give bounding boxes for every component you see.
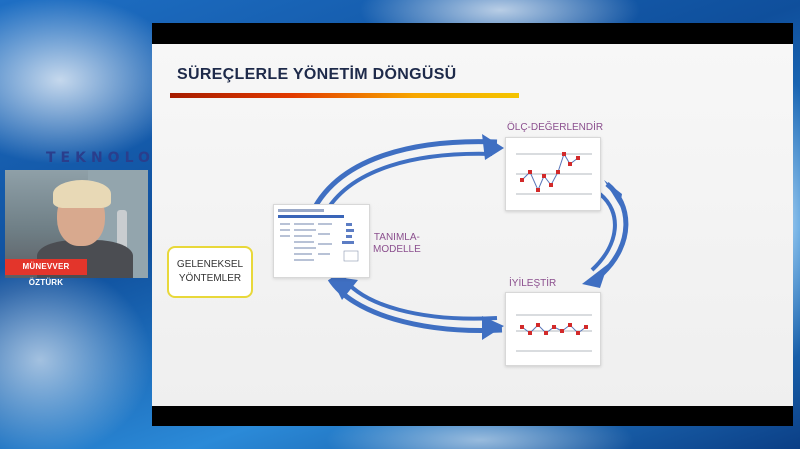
brand-wordmark: TEKNOLOJİ	[46, 150, 176, 166]
improve-control-chart	[505, 292, 601, 366]
participant-name-tag: MÜNEVVER ÖZTÜRK	[5, 259, 87, 287]
cycle-arrow-bottom	[327, 277, 503, 333]
cycle-arrow-right-head-bottom	[582, 264, 608, 288]
measure-chart-svg	[516, 152, 592, 195]
cycle-arrow-bottom-head	[330, 276, 358, 300]
cycle-arrow-right-inner	[590, 192, 617, 272]
participant-video[interactable]	[5, 170, 148, 278]
title-underline-bar	[170, 93, 519, 98]
video-background-plant	[117, 210, 127, 250]
traditional-methods-line-2: YÖNTEMLER	[178, 273, 242, 284]
improve-chart-svg	[516, 314, 592, 352]
define-model-label-line-2: MODELLE	[373, 244, 421, 255]
cycle-arrow-right-head-top	[604, 180, 622, 206]
cycle-arrow-top	[307, 139, 498, 218]
traditional-methods-box: GELENEKSEL YÖNTEMLER	[167, 246, 253, 298]
cycle-arrow-bottom-right-head	[482, 316, 504, 340]
process-model-thumbnail	[273, 204, 370, 278]
process-model-sketch	[278, 209, 359, 262]
measure-control-chart	[505, 137, 601, 211]
slide-title: SÜREÇLERLE YÖNETİM DÖNGÜSÜ	[177, 66, 457, 83]
cycle-arrow-bottom-inner	[340, 274, 498, 321]
improve-label: İYİLEŞTİR	[509, 278, 557, 289]
define-model-label: TANIMLA- MODELLE	[373, 232, 421, 256]
traditional-methods-line-1: GELENEKSEL	[176, 259, 244, 270]
measure-evaluate-label: ÖLÇ-DEĞERLENDİR	[507, 122, 604, 133]
define-model-label-line-1: TANIMLA-	[373, 232, 420, 243]
participant-hair	[53, 180, 111, 208]
cycle-arrow-top-inner	[320, 151, 493, 220]
presentation-slide: SÜREÇLERLE YÖNETİM DÖNGÜSÜ GELENEKSEL YÖ…	[152, 44, 793, 406]
process-cycle-diagram	[307, 134, 629, 340]
cycle-arrow-top-head	[482, 134, 504, 160]
